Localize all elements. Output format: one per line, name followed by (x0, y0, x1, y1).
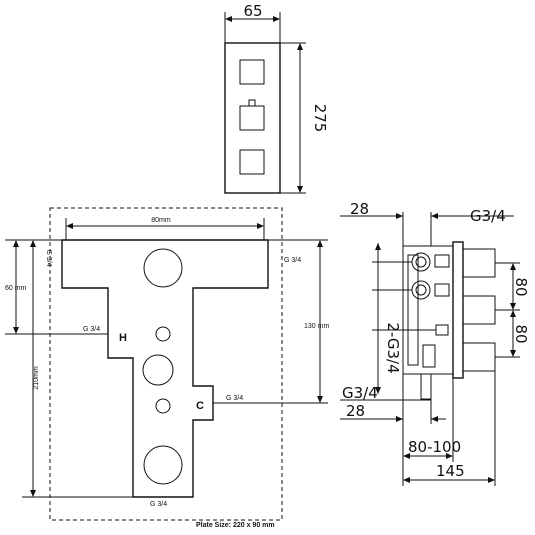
port-hot-thread-label: G 3/4 (83, 326, 100, 333)
bottom-offset-label: 28 (346, 402, 365, 420)
plate-size-label: Plate Size: 220 x 90 mm (196, 522, 275, 529)
side-handle-bottom (462, 342, 496, 372)
hot-letter: H (119, 332, 127, 344)
middle-cartridge-circle (142, 354, 174, 386)
plate-view: 80mm 60 mm 210mm G 3/4 G 3/4 130 mm G 3/… (5, 207, 329, 529)
front-width-label: 65 (243, 2, 262, 20)
front-height-label: 275 (311, 104, 329, 133)
left-height-label: 60 mm (5, 285, 27, 292)
top-width-label: 80mm (151, 217, 171, 224)
front-handle-bottom (239, 149, 265, 175)
side-bottom-stub (420, 373, 432, 400)
valve-body-outline (61, 239, 269, 498)
front-handle-mark (248, 99, 256, 107)
small-hole-lower (155, 398, 171, 414)
front-handle-top (239, 59, 265, 85)
side-thread-label: 2-G3/4 (384, 322, 402, 373)
top-thread-label: G3/4 (470, 207, 506, 225)
top-cartridge-circle (143, 248, 183, 288)
bottom-thread-label: G3/4 (342, 384, 378, 402)
side-port-lower-ring (411, 280, 431, 300)
side-body (402, 245, 454, 375)
depth-range-label: 80-100 (408, 438, 461, 456)
side-inner-bar (407, 254, 419, 366)
front-plate-outline (224, 42, 281, 194)
plate-outline (49, 207, 283, 521)
port-top-left-label: G 3/4 (45, 249, 52, 266)
port-cold-thread-label: G 3/4 (226, 395, 243, 402)
cold-letter: C (196, 400, 204, 412)
side-handle-middle (462, 295, 496, 325)
side-port-upper-ring (411, 252, 431, 272)
port-top-right-label: G 3/4 (284, 257, 301, 264)
total-height-label: 210mm (33, 366, 40, 390)
side-plate (452, 241, 464, 379)
bottom-cartridge-circle (143, 445, 183, 485)
port-bottom-thread-label: G 3/4 (150, 501, 167, 508)
front-view: 65 275 (224, 2, 329, 194)
front-handle-middle (239, 105, 265, 131)
top-offset-label: 28 (350, 200, 369, 218)
spacing-1-label: 80 (512, 277, 530, 296)
right-height-label: 130 mm (304, 323, 329, 330)
spacing-2-label: 80 (512, 324, 530, 343)
side-view: 28 G3/4 2-G3/4 80 80 G3/4 28 (340, 200, 530, 486)
small-hole-upper (155, 326, 171, 342)
total-depth-label: 145 (436, 462, 465, 480)
side-handle-top (462, 248, 496, 278)
